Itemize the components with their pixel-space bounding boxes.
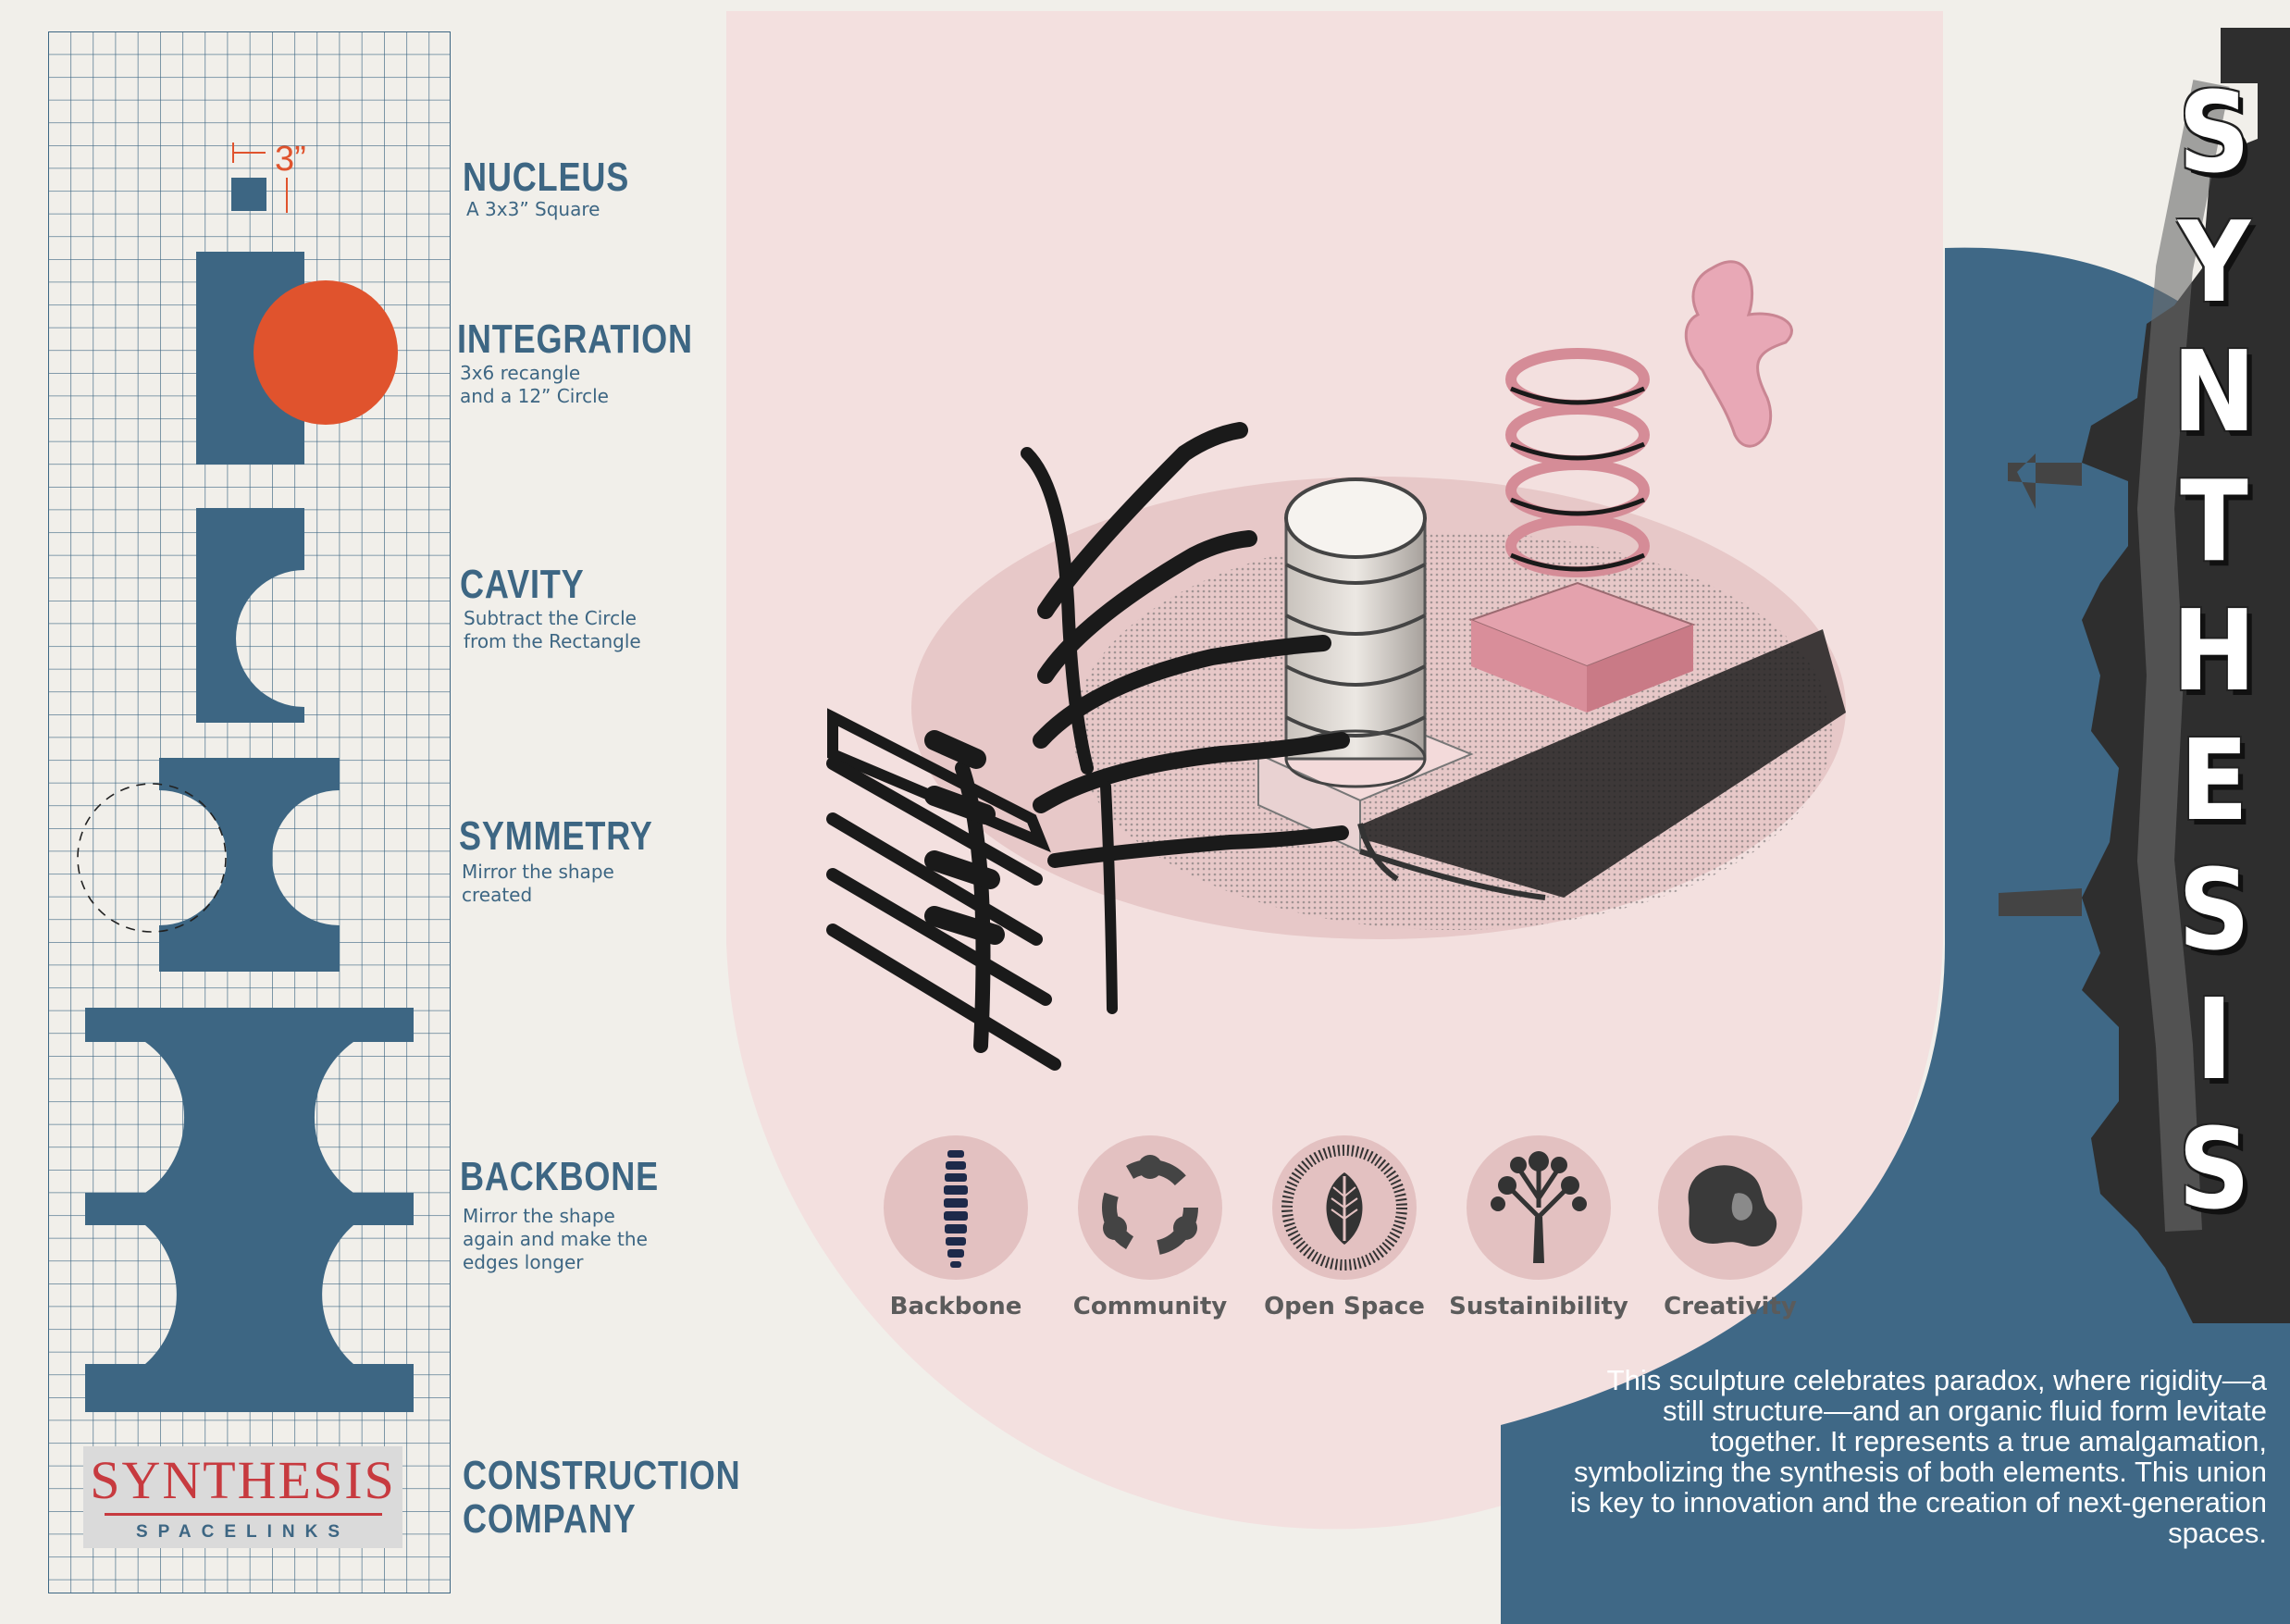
value-icons: [884, 1135, 1802, 1280]
construction-grid: 3”: [48, 31, 451, 1593]
blue-swoosh: [1501, 247, 2290, 1624]
vertical-title-letter: S: [2178, 1106, 2250, 1234]
vertical-title-letter: I: [2195, 976, 2234, 1105]
company-title-line2: COMPANY: [463, 1496, 637, 1542]
logo-divider: [104, 1513, 382, 1516]
pink-spring: [1505, 348, 1650, 577]
community-icon: [1078, 1135, 1222, 1280]
icon-label-creativity: Creativity: [1664, 1293, 1797, 1320]
step-title-symmetry: SYMMETRY: [459, 813, 653, 859]
icon-label-community: Community: [1072, 1293, 1228, 1320]
ribbed-spine: [826, 422, 1350, 1071]
vertical-title-letter: E: [2180, 717, 2248, 846]
ghost-circle: [77, 783, 227, 933]
vertical-title-letter: S: [2178, 847, 2250, 975]
step-title-backbone: BACKBONE: [460, 1154, 660, 1199]
company-title-line1: CONSTRUCTION: [463, 1453, 741, 1498]
step-title-integration: INTEGRATION: [457, 316, 693, 362]
vertical-title-letter: H: [2172, 588, 2257, 716]
icon-label-sustainability: Sustainibility: [1449, 1293, 1628, 1320]
vertical-title-letter: N: [2172, 329, 2257, 457]
step-desc-backbone: Mirror the shape again and make the edge…: [463, 1205, 648, 1273]
leaf-sun-icon: [1272, 1135, 1417, 1280]
sculpture-illustration: [826, 260, 1846, 1071]
skyline-texture: [1999, 28, 2290, 1323]
logo-sub-text: SPACELINKS: [135, 1522, 351, 1542]
step-title-cavity: CAVITY: [460, 562, 585, 607]
step-desc-cavity: Subtract the Circle from the Rectangle: [464, 607, 641, 652]
step-desc-symmetry: Mirror the shape created: [462, 861, 614, 906]
symmetry-shape: [159, 758, 340, 972]
step-desc-integration: 3x6 recangle and a 12” Circle: [460, 362, 609, 407]
tree-icon: [1467, 1135, 1611, 1280]
icon-label-backbone: Backbone: [889, 1293, 1022, 1320]
logo-main-text: SYNTHESIS: [90, 1450, 396, 1510]
company-logo: SYNTHESIS SPACELINKS: [83, 1446, 402, 1548]
integration-circle: [254, 280, 398, 425]
vertical-title-letter: S: [2178, 69, 2250, 198]
floating-blob: [1684, 260, 1793, 448]
vertical-title-letter: T: [2180, 458, 2248, 587]
cavity-shape: [196, 508, 304, 723]
dimension-marker: [232, 143, 288, 213]
sculpture-description: This sculpture celebrates paradox, where…: [1569, 1364, 2267, 1549]
vertical-title-letter: Y: [2177, 199, 2251, 328]
icon-label-open-space: Open Space: [1264, 1293, 1425, 1320]
spine-icon: [884, 1135, 1028, 1280]
dimension-label: 3”: [275, 140, 306, 179]
nucleus-square: [231, 178, 266, 211]
step-desc-nucleus: A 3x3” Square: [466, 198, 600, 220]
step-title-nucleus: NUCLEUS: [463, 155, 630, 200]
abstract-blob-icon: [1658, 1135, 1802, 1280]
backbone-shape: [85, 1008, 414, 1412]
